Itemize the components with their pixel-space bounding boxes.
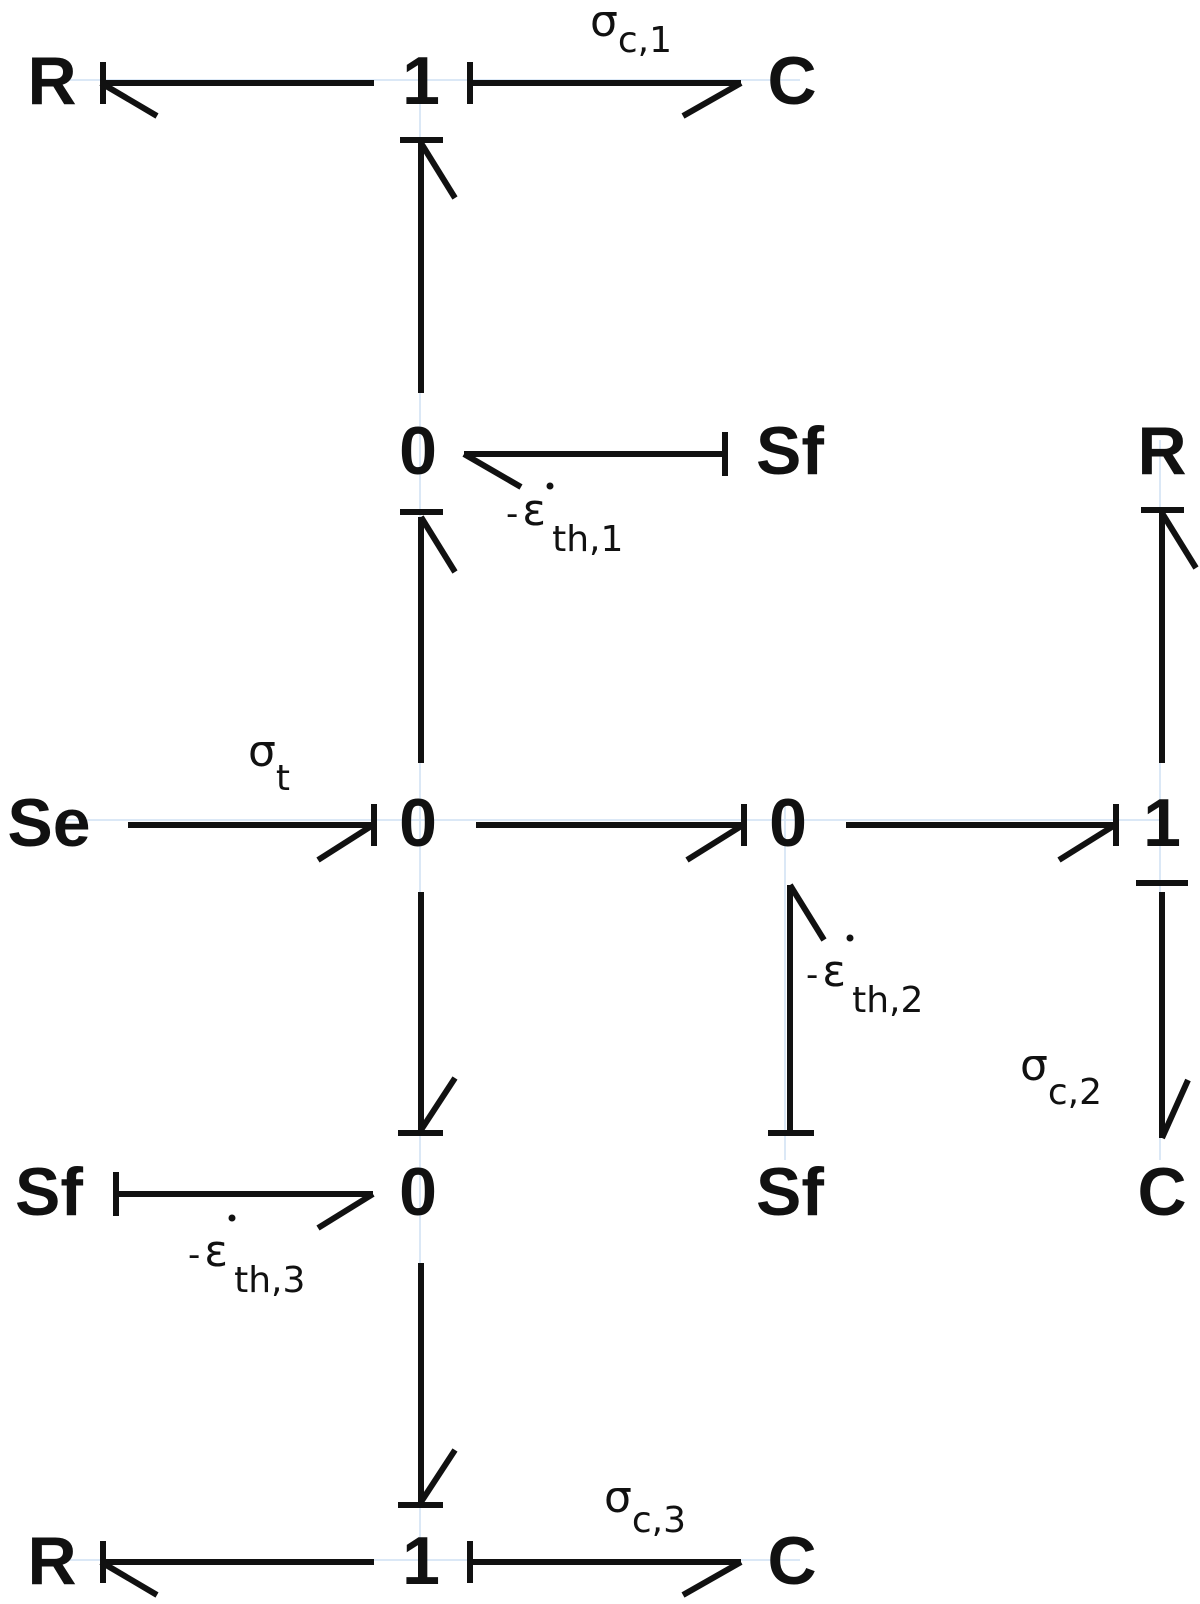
bond-zero-center-to-zero-mid bbox=[476, 804, 747, 863]
bond-labels: σc,1 σt σc,2 σc,3 -εth,1 -εth,2 bbox=[188, 0, 1102, 1541]
svg-text:-εth,3: -εth,3 bbox=[188, 1226, 305, 1301]
node-se: Se bbox=[7, 785, 90, 861]
bond-zero-lower-to-one-bottom bbox=[398, 1263, 458, 1508]
bond-se-to-zero-center bbox=[128, 804, 377, 863]
node-r-bottom: R bbox=[27, 1523, 76, 1599]
bond-one-right-to-c-right bbox=[1136, 880, 1191, 1140]
node-sf-left: Sf bbox=[15, 1154, 83, 1230]
bond-sf-mid-to-zero-mid bbox=[768, 883, 827, 1136]
node-zero-mid: 0 bbox=[769, 785, 807, 861]
node-sf-mid: Sf bbox=[756, 1154, 824, 1230]
node-one-top: 1 bbox=[402, 43, 440, 119]
label-sigma-c1: σc,1 bbox=[590, 0, 672, 61]
node-c-right: C bbox=[1137, 1154, 1186, 1230]
bond-sf-upper-to-zero-upper bbox=[462, 432, 728, 490]
node-sf-upper: Sf bbox=[756, 413, 824, 489]
node-one-bottom: 1 bbox=[402, 1523, 440, 1599]
bond-sf-left-to-zero-lower bbox=[113, 1172, 375, 1231]
svg-text:-εth,1: -εth,1 bbox=[506, 485, 623, 560]
node-c-bottom: C bbox=[767, 1523, 816, 1599]
node-r-right: R bbox=[1137, 413, 1186, 489]
label-sigma-c2: σc,2 bbox=[1020, 1040, 1102, 1113]
bond-one-bottom-to-c-bottom bbox=[467, 1541, 743, 1598]
label-eps-th2: -εth,2 bbox=[806, 934, 923, 1021]
bond-zero-upper-to-one-top bbox=[400, 137, 458, 393]
guide-lines bbox=[60, 79, 1161, 1561]
node-zero-upper: 0 bbox=[399, 413, 437, 489]
time-derivative-dot bbox=[228, 1214, 236, 1222]
bond-zero-center-to-zero-upper bbox=[400, 509, 458, 763]
bonds bbox=[99, 62, 1199, 1598]
label-sigma-t: σt bbox=[248, 726, 290, 799]
bond-one-bottom-to-r-bottom bbox=[99, 1541, 374, 1598]
time-derivative-dot bbox=[846, 934, 854, 942]
node-zero-center: 0 bbox=[399, 785, 437, 861]
node-c-top: C bbox=[767, 43, 816, 119]
node-r-top: R bbox=[27, 43, 76, 119]
label-eps-th1: -εth,1 bbox=[506, 482, 623, 560]
node-zero-lower: 0 bbox=[399, 1154, 437, 1230]
svg-text:-εth,2: -εth,2 bbox=[806, 946, 923, 1021]
nodes: R 1 C 0 Sf R Se 0 0 1 Sf 0 Sf C R 1 C bbox=[7, 43, 1186, 1599]
label-sigma-c3: σc,3 bbox=[604, 1472, 686, 1541]
label-eps-th3: -εth,3 bbox=[188, 1214, 305, 1301]
bond-zero-mid-to-one-right bbox=[846, 804, 1119, 863]
bond-one-top-to-c-top bbox=[467, 62, 743, 119]
bond-one-top-to-r-top bbox=[99, 62, 374, 119]
node-one-right: 1 bbox=[1143, 785, 1181, 861]
bond-zero-center-to-zero-lower bbox=[398, 892, 458, 1136]
time-derivative-dot bbox=[546, 482, 554, 490]
bond-one-right-to-r-right bbox=[1141, 507, 1199, 763]
